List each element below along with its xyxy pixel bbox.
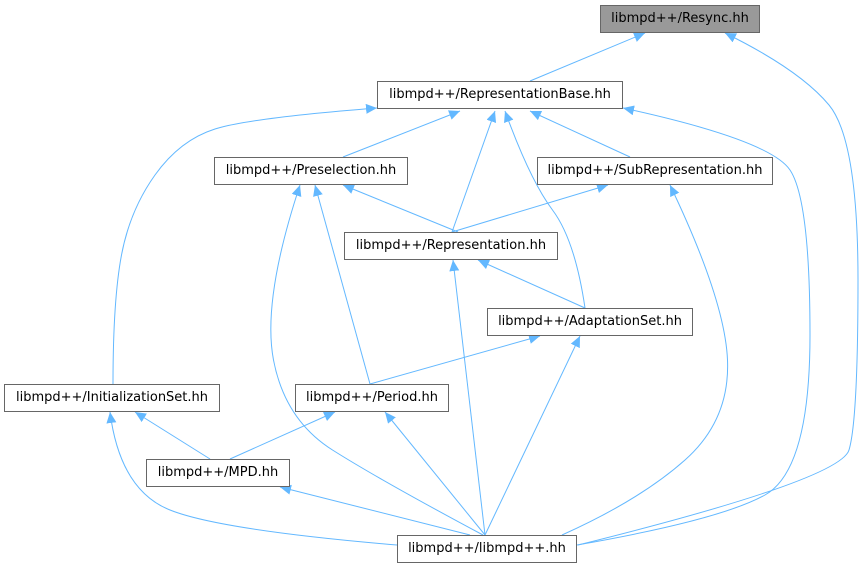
edge-libmpdpp-to-period (384, 411, 486, 536)
edge-adaptation-set-to-representation-base (504, 110, 586, 309)
edge-adaptation-set-to-representation (477, 259, 586, 309)
node-libmpdpp[interactable]: libmpd++/libmpd++.hh (397, 535, 577, 563)
edge-libmpdpp-to-representation-base (576, 105, 811, 546)
edge-libmpdpp-to-representation (449, 259, 486, 536)
node-period[interactable]: libmpd++/Period.hh (295, 384, 449, 412)
edge-libmpdpp-to-mpd (279, 484, 471, 536)
edge-mpd-to-period (229, 411, 336, 460)
edge-libmpdpp-to-adaptation-set (484, 335, 581, 536)
node-sub-representation[interactable]: libmpd++/SubRepresentation.hh (537, 157, 773, 185)
edge-mpd-to-initialization-set (134, 411, 211, 460)
node-adaptation-set[interactable]: libmpd++/AdaptationSet.hh (487, 308, 693, 336)
edge-period-to-preselection (313, 184, 371, 385)
edge-representation-to-sub-representation (451, 183, 609, 233)
edge-representation-base-to-resync (529, 32, 646, 82)
node-representation-base[interactable]: libmpd++/RepresentationBase.hh (377, 81, 623, 109)
edge-libmpdpp-to-resync (577, 32, 859, 546)
edge-representation-to-preselection (342, 184, 459, 233)
edge-sub-representation-to-representation-base (529, 110, 631, 158)
edge-libmpdpp-to-preselection (270, 184, 484, 536)
edge-libmpdpp-to-sub-representation (561, 184, 729, 536)
edge-preselection-to-representation-base (342, 110, 461, 158)
node-initialization-set[interactable]: libmpd++/InitializationSet.hh (4, 384, 220, 412)
node-representation[interactable]: libmpd++/Representation.hh (344, 232, 558, 260)
edge-representation-to-representation-base (451, 110, 497, 233)
edge-libmpdpp-to-initialization-set (106, 411, 398, 546)
node-preselection[interactable]: libmpd++/Preselection.hh (214, 157, 408, 185)
node-resync[interactable]: libmpd++/Resync.hh (600, 5, 760, 33)
edge-initialization-set-to-representation-base (112, 103, 378, 385)
node-mpd[interactable]: libmpd++/MPD.hh (146, 459, 290, 487)
edge-period-to-adaptation-set (369, 334, 541, 385)
